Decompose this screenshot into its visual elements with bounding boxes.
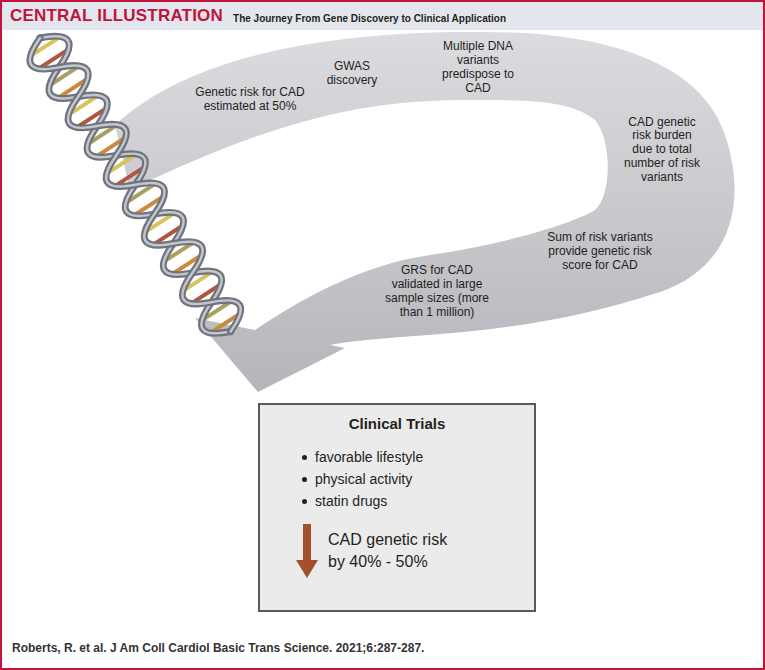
box-heading: Clinical Trials (274, 415, 520, 432)
bullet-text: statin drugs (315, 493, 387, 509)
process-box: Clinical Trials favorable lifestyle physic… (258, 403, 536, 612)
journey-arrow (115, 32, 735, 392)
step-label: Genetic risk for CAD estimated at 50% (191, 86, 309, 114)
dna-strand (22, 26, 250, 343)
bullet-row: physical activity (302, 468, 520, 490)
result-text: CAD genetic risk by 40% - 50% (328, 529, 458, 572)
bullet-row: favorable lifestyle (302, 446, 520, 468)
bullet-dot (302, 455, 307, 460)
dna-strand-highlight (22, 26, 250, 343)
bullet-text: favorable lifestyle (315, 449, 423, 465)
step-label: Sum of risk variants provide genetic ris… (541, 231, 659, 272)
step-label: Multiple DNA variants predispose to CAD (432, 40, 524, 95)
citation-caption: Roberts, R. et al. J Am Coll Cardiol Bas… (12, 641, 424, 655)
dna-strand (22, 26, 250, 343)
heading-row: Clinical Trials (274, 415, 520, 432)
step-label: GWAS discovery (317, 60, 387, 88)
decrease-arrow (296, 524, 318, 578)
dna-helix (22, 26, 250, 343)
bullet-text: physical activity (315, 471, 412, 487)
result-row: CAD genetic risk by 40% - 50% (296, 524, 520, 578)
bullet-dot (302, 499, 307, 504)
dna-strand-highlight (22, 26, 250, 343)
step-label: CAD genetic risk burden due to total num… (622, 116, 702, 185)
figure-title: CENTRAL ILLUSTRATION (10, 6, 223, 26)
bullet-row: statin drugs (302, 490, 520, 512)
step-label: GRS for CAD validated in large sample si… (378, 264, 496, 319)
subtitle: The Journey From Gene Discovery to Clini… (233, 13, 506, 25)
bullet-dot (302, 477, 307, 482)
decrease-arrow-shape (296, 524, 318, 578)
